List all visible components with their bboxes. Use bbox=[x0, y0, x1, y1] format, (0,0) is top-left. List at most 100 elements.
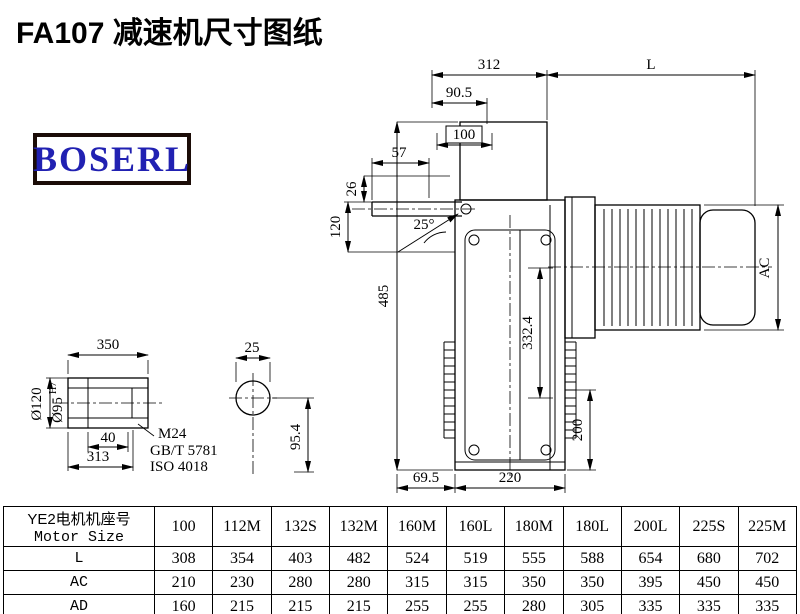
dim-AC-label: AC bbox=[757, 258, 773, 279]
value-cell: 215 bbox=[212, 594, 272, 614]
dim-313-label: 313 bbox=[87, 449, 110, 465]
dim-485-label: 485 bbox=[376, 285, 392, 308]
value-cell: 315 bbox=[445, 570, 506, 595]
value-cell: 350 bbox=[562, 570, 622, 595]
m24-leader bbox=[137, 423, 155, 437]
value-cell: 230 bbox=[212, 570, 272, 595]
dim-312: 312 bbox=[431, 57, 548, 120]
value-cell: 315 bbox=[387, 570, 447, 595]
value-cell: 350 bbox=[504, 570, 564, 595]
dim-90-5: 90.5 bbox=[431, 85, 488, 124]
std-gb-label: GB/T 5781 bbox=[150, 443, 218, 459]
value-cell: 255 bbox=[387, 594, 447, 614]
motor-size-header-en: Motor Size bbox=[33, 528, 124, 546]
value-cell: 335 bbox=[679, 594, 739, 614]
value-cell: 354 bbox=[212, 546, 272, 571]
row-label: L bbox=[3, 546, 155, 571]
left-cooling-ribs bbox=[443, 341, 455, 439]
dim-332-4: 332.4 bbox=[520, 267, 553, 399]
bolt-hole bbox=[540, 234, 552, 246]
motor bbox=[564, 196, 756, 339]
row-label: AD bbox=[3, 594, 155, 614]
page-title: FA107 减速机尺寸图纸 bbox=[16, 17, 323, 50]
dim-L: L bbox=[546, 57, 756, 206]
logo-text: BOSERL bbox=[32, 139, 192, 179]
value-cell: 395 bbox=[620, 570, 681, 595]
shaft-section-view bbox=[235, 380, 271, 416]
bolt-hole bbox=[540, 444, 552, 456]
value-cell: 308 bbox=[153, 546, 214, 571]
value-cell: 210 bbox=[153, 570, 214, 595]
dim-200-label: 200 bbox=[570, 419, 586, 442]
value-cell: 335 bbox=[737, 594, 798, 614]
column-header: 200L bbox=[620, 506, 681, 547]
dimension-drawing: 312 L 90.5 100 57 bbox=[29, 57, 784, 493]
value-cell: 482 bbox=[329, 546, 389, 571]
dim-69-5: 69.5 bbox=[396, 470, 456, 493]
value-cell: 519 bbox=[445, 546, 506, 571]
dim-57-label: 57 bbox=[392, 145, 408, 161]
dim-350-label: 350 bbox=[97, 337, 120, 353]
shaft-detail-view bbox=[67, 377, 155, 437]
shaft-end-hatch bbox=[131, 387, 149, 419]
boserl-logo: BOSERL bbox=[33, 133, 191, 185]
value-cell: 160 bbox=[153, 594, 214, 614]
fan-cover bbox=[699, 209, 756, 326]
value-cell: 280 bbox=[270, 570, 331, 595]
dim-220-label: 220 bbox=[499, 470, 522, 486]
dim-angle-label: 25° bbox=[414, 217, 435, 233]
dim-25-label: 25 bbox=[245, 340, 260, 356]
dim-350: 350 bbox=[67, 337, 149, 374]
column-header: 160L bbox=[445, 506, 506, 547]
dim-485: 485 bbox=[376, 121, 458, 471]
motor-flange bbox=[564, 196, 596, 339]
dim-90-5-label: 90.5 bbox=[446, 85, 472, 101]
dim-57: 57 bbox=[371, 145, 430, 200]
value-cell: 215 bbox=[329, 594, 389, 614]
dim-25: 25 bbox=[235, 340, 271, 382]
bolt-hole bbox=[468, 444, 480, 456]
value-cell: 680 bbox=[679, 546, 739, 571]
dim-332-4-label: 332.4 bbox=[520, 316, 536, 350]
dim-40: 40 bbox=[87, 430, 129, 452]
column-header: 100 bbox=[153, 506, 214, 547]
dim-AC: AC bbox=[704, 204, 784, 331]
dim-69-5-label: 69.5 bbox=[413, 470, 439, 486]
value-cell: 702 bbox=[737, 546, 798, 571]
column-header: 160M bbox=[387, 506, 447, 547]
dim-100: 100 bbox=[436, 125, 493, 150]
column-header: 132S bbox=[270, 506, 331, 547]
value-cell: 524 bbox=[387, 546, 447, 571]
dim-40-label: 40 bbox=[101, 430, 116, 446]
value-cell: 280 bbox=[329, 570, 389, 595]
dim-313: 313 bbox=[67, 430, 134, 471]
thread-callout: M24 GB/T 5781 ISO 4018 bbox=[150, 426, 218, 475]
column-header: 112M bbox=[212, 506, 272, 547]
basic-dim-box bbox=[445, 125, 483, 144]
dim-95-4-label: 95.4 bbox=[288, 423, 304, 450]
dim-95-4: 95.4 bbox=[272, 397, 314, 473]
value-cell: 555 bbox=[504, 546, 564, 571]
column-header: 132M bbox=[329, 506, 389, 547]
dim-220: 220 bbox=[454, 470, 566, 493]
dim-120: 120 bbox=[328, 201, 455, 253]
value-cell: 255 bbox=[445, 594, 506, 614]
thread-label: M24 bbox=[158, 426, 187, 442]
output-shaft bbox=[371, 201, 472, 253]
dim-dia120: Ø120 bbox=[29, 377, 68, 429]
motor-fins bbox=[603, 209, 693, 326]
value-cell: 335 bbox=[620, 594, 681, 614]
value-cell: 215 bbox=[270, 594, 331, 614]
value-cell: 450 bbox=[737, 570, 798, 595]
dim-dia120-label: Ø120 bbox=[29, 387, 45, 420]
bolt-hole bbox=[468, 234, 480, 246]
dim-100-label: 100 bbox=[453, 127, 476, 143]
std-iso-label: ISO 4018 bbox=[150, 459, 208, 475]
dim-L-label: L bbox=[646, 57, 655, 73]
dim-bore: Ø95 H7 bbox=[48, 382, 66, 423]
dim-bore-label: Ø95 bbox=[50, 397, 66, 423]
column-header: 180M bbox=[504, 506, 564, 547]
dim-26-label: 26 bbox=[344, 181, 360, 197]
dim-312-label: 312 bbox=[478, 57, 501, 73]
